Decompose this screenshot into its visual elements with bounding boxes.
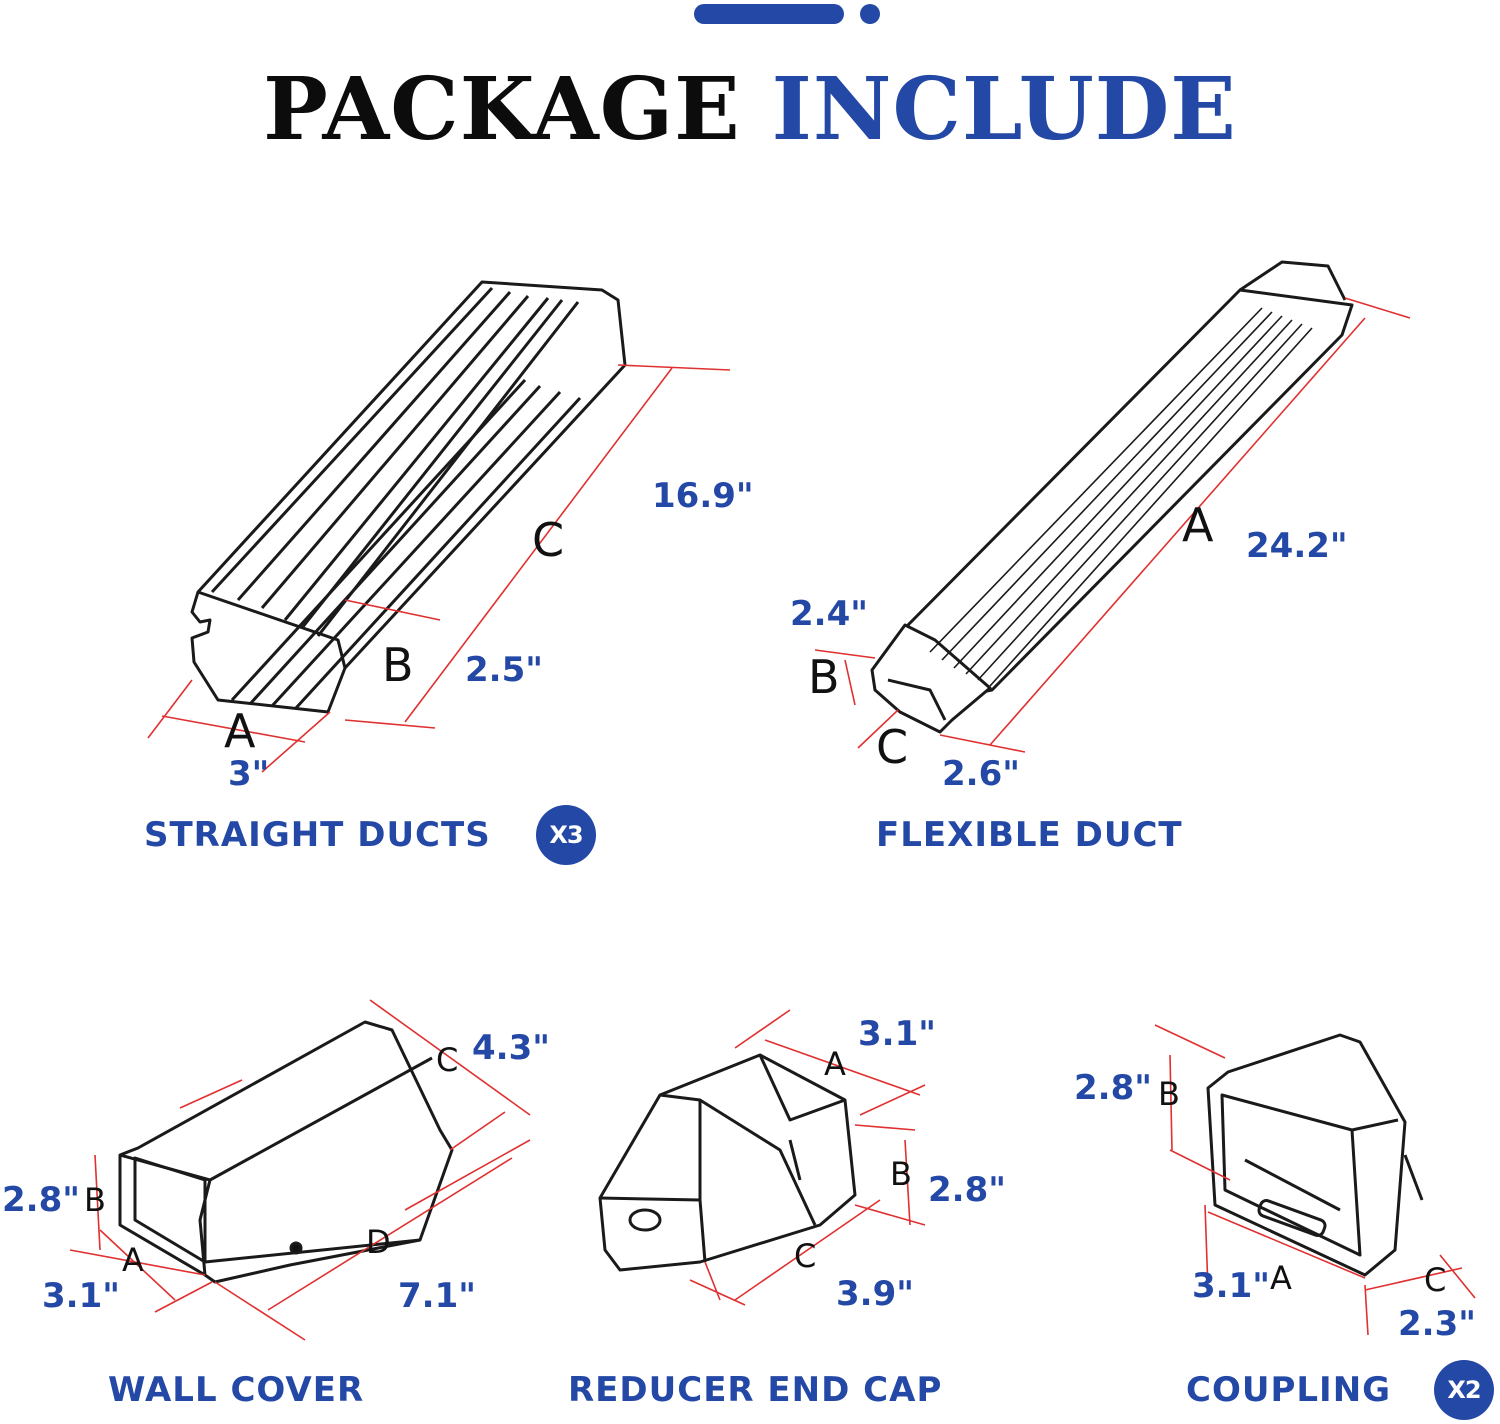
header-accent-dot [860,4,880,24]
coupling-dim-c: 2.3" [1398,1304,1476,1344]
wall-cover-dimension-lines [69,999,531,1341]
title-part-2: INCLUDE [771,59,1237,160]
wall-cover-letter-d: D [366,1223,391,1261]
reducer-end-cap-letter-c: C [794,1237,817,1275]
coupling-quantity-badge: X2 [1434,1360,1494,1420]
flexible-duct-dim-c: 2.6" [942,754,1020,794]
straight-duct-letter-a: A [224,704,256,758]
coupling-dimension-lines [1154,1024,1476,1336]
straight-ducts-quantity-badge: X3 [536,805,596,865]
reducer-end-cap-label: REDUCER END CAP [568,1370,943,1410]
flexible-duct-letter-a: A [1182,498,1214,552]
flexible-duct-label: FLEXIBLE DUCT [876,815,1183,855]
wall-cover-letter-b: B [84,1181,106,1219]
reducer-end-cap-dim-a: 3.1" [858,1014,936,1054]
wall-cover-drawing [118,1020,454,1284]
straight-duct-dim-a: 3" [228,754,270,794]
coupling-dim-b: 2.8" [1074,1068,1152,1108]
flexible-duct-dim-a: 24.2" [1246,526,1348,566]
reducer-end-cap-letter-a: A [824,1045,846,1083]
flexible-duct-letter-b: B [808,650,840,704]
straight-duct-dimension-lines [147,364,731,773]
header-accent-bar [694,4,844,24]
straight-ducts-label: STRAIGHT DUCTS [144,815,491,855]
coupling-label: COUPLING [1186,1370,1392,1410]
wall-cover-letter-a: A [122,1241,144,1279]
flexible-duct-letter-c: C [876,720,909,774]
wall-cover-dim-c: 4.3" [472,1028,550,1068]
coupling-letter-b: B [1158,1075,1180,1113]
straight-duct-dim-b: 2.5" [465,650,543,690]
page-title: PACKAGE INCLUDE [0,60,1500,160]
title-part-1: PACKAGE [263,59,741,160]
flexible-duct-dimension-lines [814,297,1411,753]
reducer-end-cap-dim-b: 2.8" [928,1170,1006,1210]
straight-duct-letter-c: C [532,513,565,567]
straight-duct-letter-b: B [382,638,414,692]
wall-cover-label: WALL COVER [108,1370,365,1410]
reducer-end-cap-dim-c: 3.9" [836,1274,914,1314]
straight-duct-dim-c: 16.9" [652,476,754,516]
reducer-end-cap-drawing [598,1053,857,1272]
coupling-drawing [1206,1033,1424,1277]
wall-cover-dim-d: 7.1" [398,1276,476,1316]
wall-cover-dim-b: 2.8" [2,1180,80,1220]
coupling-letter-c: C [1424,1261,1447,1299]
reducer-end-cap-letter-b: B [890,1155,912,1193]
coupling-dim-a: 3.1" [1192,1266,1270,1306]
reducer-end-cap-dimension-lines [689,1009,926,1306]
straight-duct-drawing [190,280,627,714]
coupling-letter-a: A [1270,1259,1292,1297]
flexible-duct-dim-b: 2.4" [790,594,868,634]
wall-cover-dim-a: 3.1" [42,1276,120,1316]
flexible-duct-drawing [870,260,1354,734]
wall-cover-letter-c: C [436,1041,459,1079]
